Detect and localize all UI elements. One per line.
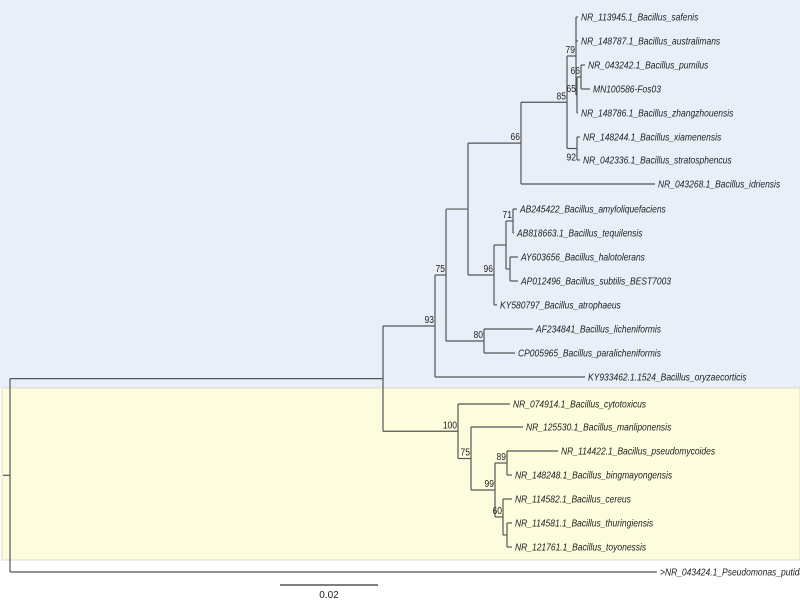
bootstrap-value: 71 bbox=[503, 209, 512, 220]
bootstrap-value: 96 bbox=[484, 263, 493, 274]
bootstrap-value: 65 bbox=[567, 83, 576, 94]
taxon-label: AP012496_Bacillus_subtilis_BEST7003 bbox=[520, 276, 672, 287]
bootstrap-value: 89 bbox=[497, 451, 506, 462]
taxon-label: NR_114581.1_Bacillus_thuringiensis bbox=[515, 518, 653, 529]
bootstrap-value: 75 bbox=[436, 263, 445, 274]
tree-branches bbox=[3, 16, 657, 573]
taxon-label: NR_148244.1_Bacillus_xiamenensis bbox=[583, 132, 722, 143]
taxon-label: AB818663.1_Bacillus_tequilensis bbox=[516, 228, 643, 239]
bootstrap-value: 93 bbox=[425, 314, 434, 325]
taxon-label: NR_114422.1_Bacillus_pseudomycoides bbox=[561, 446, 715, 457]
taxon-label: NR_114582.1_Bacillus_cereus bbox=[515, 494, 631, 505]
taxon-label: NR_113945.1_Bacillus_safenis bbox=[581, 12, 699, 23]
taxon-label: NR_148248.1_Bacillus_bingmayongensis bbox=[515, 470, 672, 481]
scale-bar-label: 0.02 bbox=[319, 590, 339, 600]
bootstrap-value: 66 bbox=[571, 65, 580, 76]
taxon-label: NR_042336.1_Bacillus_stratosphencus bbox=[583, 155, 732, 166]
taxon-label: NR_043242.1_Bacillus_pumilus bbox=[588, 60, 709, 71]
taxon-label: KY933462.1.1524_Bacillus_oryzaecorticis bbox=[588, 372, 747, 383]
bootstrap-value: 99 bbox=[485, 478, 494, 489]
taxon-label: MN100586-Fos03 bbox=[593, 84, 662, 95]
bootstrap-value: 92 bbox=[567, 152, 576, 163]
taxon-label: NR_148787.1_Bacillus_australimans bbox=[581, 36, 721, 47]
clade-highlight-upper bbox=[0, 0, 800, 388]
clade-highlight-lower bbox=[1, 387, 800, 561]
bootstrap-value: 80 bbox=[474, 329, 483, 340]
taxon-label: CP005965_Bacillus_paralicheniformis bbox=[518, 348, 661, 359]
taxon-label: NR_148786.1_Bacillus_zhangzhouensis bbox=[581, 108, 734, 119]
bootstrap-value: 75 bbox=[461, 447, 470, 458]
taxon-label: >NR_043424.1_Pseudomonas_putida bbox=[660, 567, 800, 578]
taxon-label: AY603656_Bacillus_halotolerans bbox=[520, 252, 645, 263]
tree-labels: NR_043242.1_Bacillus_pumilusMN100586-Fos… bbox=[425, 12, 800, 578]
bootstrap-value: 66 bbox=[511, 132, 520, 143]
taxon-label: KY580797_Bacillus_atrophaeus bbox=[500, 300, 621, 311]
bootstrap-value: 100 bbox=[443, 420, 457, 431]
bootstrap-value: 60 bbox=[493, 505, 502, 516]
bootstrap-value: 79 bbox=[566, 44, 575, 55]
taxon-label: AF234841_Bacillus_licheniformis bbox=[535, 324, 661, 335]
bootstrap-value: 85 bbox=[557, 91, 566, 102]
taxon-label: NR_074914.1_Bacillus_cytotoxicus bbox=[513, 399, 646, 410]
taxon-label: AB245422_Bacillus_amyloliquefaciens bbox=[519, 204, 666, 215]
taxon-label: NR_043268.1_Bacillus_idriensis bbox=[658, 179, 781, 190]
taxon-label: NR_125530.1_Bacillus_manliponensis bbox=[526, 422, 672, 433]
taxon-label: NR_121761.1_Bacillus_toyonessis bbox=[515, 542, 646, 553]
